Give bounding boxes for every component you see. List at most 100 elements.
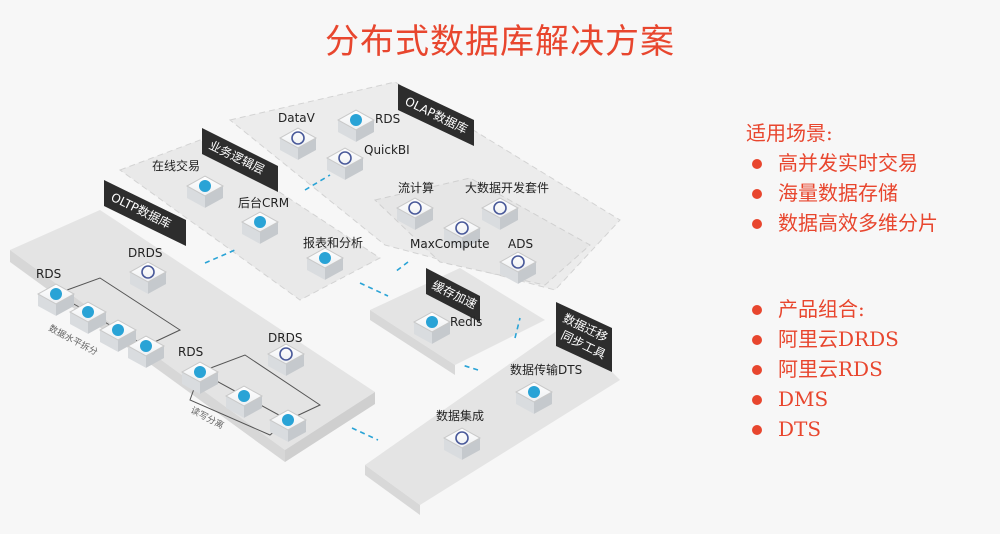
database-icon [279,347,293,361]
scenario-item: 高并发实时交易 [746,148,938,178]
node-label-rds1: RDS [36,267,61,281]
node-drds1 [128,261,168,294]
rds-shard-node [268,409,308,442]
node-label-dts: 数据传输DTS [510,362,582,377]
node-label-integration: 数据集成 [436,408,484,423]
product-item-label: DMS [778,387,829,411]
node-label-rds_top: RDS [375,112,400,126]
arrow-oltp-to-business [204,249,236,264]
database-icon [254,216,266,228]
database-icon [455,221,469,235]
node-label-report: 报表和分析 [303,235,363,250]
bullet-icon [752,364,762,375]
database-icon [140,340,152,352]
product-item: DTS [746,414,899,444]
rds-shard-node [98,319,138,352]
product-item-label: 阿里云DRDS [778,327,899,351]
node-label-quickbi: QuickBI [364,143,410,157]
node-rds_top [336,109,376,142]
database-icon [319,252,331,264]
rds-shard-node [68,301,108,334]
node-label-online_trade: 在线交易 [152,158,200,173]
database-icon [408,201,422,215]
node-label-drds1: DRDS [128,246,162,260]
node-datav [278,127,318,160]
arrow-migration-to-cache [461,364,479,371]
zone-label-migration: 数据迁移 同步工具 [556,302,612,372]
node-dts [514,381,554,414]
cache-platform [370,268,545,375]
node-redis [412,311,452,344]
arrow-dts-up [514,317,521,339]
scenario-item-label: 海量数据存储 [778,181,898,205]
database-icon [112,324,124,336]
node-label-datav: DataV [278,111,316,125]
node-quickbi [325,147,365,180]
scenario-title: 适用场景: [746,121,833,145]
bullet-icon [752,394,762,405]
database-icon [350,114,362,126]
database-icon [455,431,469,445]
scenario-item: 海量数据存储 [746,178,938,208]
database-icon [199,180,211,192]
database-icon [82,306,94,318]
node-stream [395,197,435,230]
database-icon [238,390,250,402]
node-online_trade [185,175,225,208]
node-maxcompute [442,217,482,250]
product-item-label: 阿里云RDS [778,357,883,381]
node-drds2 [266,343,306,376]
arrow-report-to-cache [359,282,389,297]
node-rds2 [180,361,220,394]
bullet-icon [752,424,762,435]
node-label-drds2: DRDS [268,331,302,345]
bullet-icon [752,304,762,315]
scenario-section: 适用场景: 高并发实时交易 海量数据存储 数据高效多维分片 [746,118,938,238]
database-icon [426,316,438,328]
database-icon [194,366,206,378]
bullet-icon [752,218,762,229]
page-title: 分布式数据库解决方案 [325,22,675,62]
arrow-olap-to-cache [394,261,409,273]
node-label-ads: ADS [508,237,533,251]
product-item: 阿里云DRDS [746,324,899,354]
database-icon [282,414,294,426]
node-label-rds2: RDS [178,345,203,359]
node-label-bigdata: 大数据开发套件 [465,180,549,195]
scenario-item-label: 数据高效多维分片 [778,211,938,235]
node-label-redis: Redis [450,315,482,329]
node-rds1 [36,283,76,316]
migration-platform [365,325,620,515]
node-integration [442,427,482,460]
arrow-oltp-to-migration [351,427,379,441]
node-report [305,247,345,280]
bullet-icon [752,158,762,169]
node-label-crm: 后台CRM [238,195,289,210]
products-section: 产品组合: 阿里云DRDS 阿里云RDS DMS DTS [746,294,899,444]
products-title: 产品组合: [778,297,865,321]
rds-shard-node [224,385,264,418]
node-label-maxcompute: MaxCompute [410,237,490,251]
products-title-row: 产品组合: [746,294,899,324]
database-icon [291,131,305,145]
scenario-item-label: 高并发实时交易 [778,151,918,175]
node-bigdata [480,197,520,230]
product-item: DMS [746,384,899,414]
database-icon [493,201,507,215]
olap-platform [228,81,621,291]
connection-lines [204,174,521,441]
database-icon [511,255,525,269]
architecture-diagram: OLAP数据库 业务逻辑层 OLTP数据库 缓存加速 数据迁移 同步工具 数据水… [10,81,621,515]
database-icon [528,386,540,398]
product-item-label: DTS [778,417,822,441]
database-icon [141,265,155,279]
product-item: 阿里云RDS [746,354,899,384]
node-ads [498,251,538,284]
database-icon [338,151,352,165]
bullet-icon [752,188,762,199]
database-icon [50,288,62,300]
bullet-icon [752,334,762,345]
rds-shard-node [126,335,166,368]
scenario-item: 数据高效多维分片 [746,208,938,238]
